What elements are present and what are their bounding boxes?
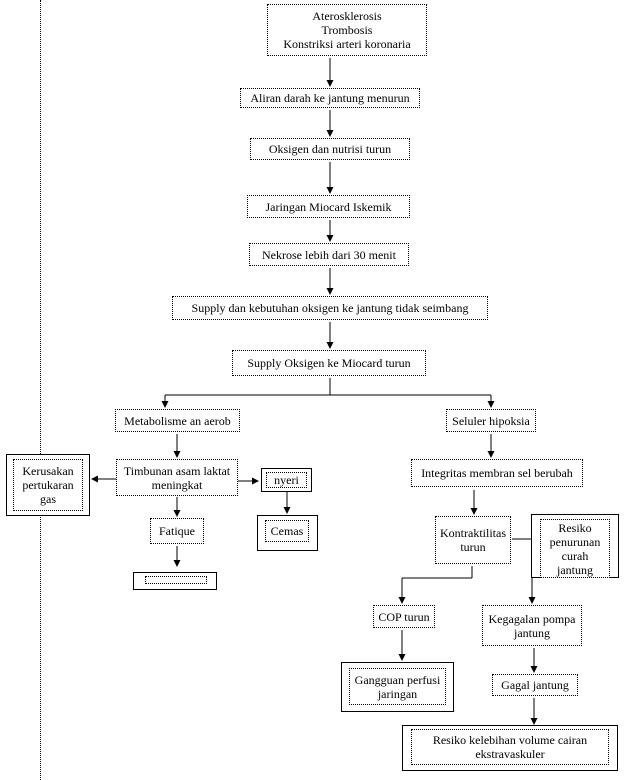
resiko-curah-line-4: jantung	[557, 563, 593, 577]
kelebihan-line-1: Resiko kelebihan volume cairan	[432, 733, 588, 747]
fatique-box: Fatique	[150, 518, 204, 544]
kerusakan-line-2: pertukaran	[22, 478, 74, 492]
metabolisme-label: Metabolisme an aerob	[124, 413, 231, 428]
gagal-box: Gagal jantung	[492, 674, 578, 696]
gagal-label: Gagal jantung	[501, 678, 569, 692]
kegagalan-line-1: Kegagalan pompa	[488, 611, 576, 626]
aliran-label: Aliran darah ke jantung menurun	[250, 91, 410, 105]
oksigen-nutrisi-label: Oksigen dan nutrisi turun	[268, 142, 392, 156]
supply-kebutuhan-box: Supply dan kebutuhan oksigen ke jantung …	[172, 296, 488, 320]
seluler-box: Seluler hipoksia	[446, 409, 536, 432]
kerusakan-line-1: Kerusakan	[22, 464, 74, 478]
timbunan-line-1: Timbunan asam laktat	[123, 463, 231, 478]
supply-turun-label: Supply Oksigen ke Miocard turun	[247, 356, 411, 370]
nyeri-label: nyeri	[274, 473, 299, 487]
oksigen-nutrisi-box: Oksigen dan nutrisi turun	[250, 138, 410, 160]
etiologi-line-2: Trombosis	[321, 23, 373, 37]
cemas-label: Cemas	[270, 524, 304, 538]
iskemik-box: Jaringan Miocard Iskemik	[247, 195, 410, 218]
resiko-curah-box: Resiko penurunan curah jantung	[540, 519, 610, 578]
etiologi-line-3: Konstriksi arteri koronaria	[283, 37, 411, 51]
aliran-box: Aliran darah ke jantung menurun	[240, 88, 420, 108]
nekrose-label: Nekrose lebih dari 30 menit	[262, 247, 396, 262]
kontraktilitas-box: Kontraktilitas turun	[435, 516, 511, 564]
margin-guide-line	[40, 0, 41, 780]
etiologi-box: Aterosklerosis Trombosis Konstriksi arte…	[267, 4, 427, 56]
integritas-box: Integritas membran sel berubah	[411, 459, 583, 487]
integritas-label: Integritas membran sel berubah	[421, 466, 573, 480]
supply-kebutuhan-label: Supply dan kebutuhan oksigen ke jantung …	[191, 301, 469, 315]
gangguan-line-2: jaringan	[377, 686, 418, 701]
kontraktilitas-line-2: turun	[460, 540, 486, 554]
iskemik-label: Jaringan Miocard Iskemik	[265, 199, 392, 214]
supply-turun-box: Supply Oksigen ke Miocard turun	[232, 350, 426, 376]
cop-label: COP turun	[378, 609, 430, 624]
gangguan-line-1: Gangguan perfusi	[354, 672, 441, 687]
nyeri-box: nyeri	[266, 472, 307, 488]
nekrose-box: Nekrose lebih dari 30 menit	[249, 243, 409, 266]
cemas-box: Cemas	[265, 520, 309, 542]
resiko-curah-line-1: Resiko	[558, 521, 592, 535]
resiko-curah-line-3: curah	[561, 549, 589, 563]
kerusakan-box: Kerusakan pertukaran gas	[13, 459, 83, 511]
kelebihan-box: Resiko kelebihan volume cairan ekstravas…	[411, 729, 609, 765]
cop-box: COP turun	[373, 605, 435, 628]
fatique-label: Fatique	[159, 524, 195, 538]
kegagalan-box: Kegagalan pompa jantung	[482, 605, 582, 646]
etiologi-line-1: Aterosklerosis	[312, 9, 382, 23]
seluler-label: Seluler hipoksia	[452, 413, 530, 428]
timbunan-box: Timbunan asam laktat meningkat	[116, 459, 238, 496]
bottom-left-box	[145, 576, 207, 584]
kegagalan-line-2: jantung	[514, 625, 550, 640]
resiko-curah-line-2: penurunan	[549, 535, 601, 549]
metabolisme-box: Metabolisme an aerob	[115, 409, 240, 432]
timbunan-line-2: meningkat	[151, 477, 203, 492]
kelebihan-line-2: ekstravaskuler	[475, 747, 545, 761]
kerusakan-line-3: gas	[40, 492, 56, 506]
gangguan-box: Gangguan perfusi jaringan	[349, 668, 446, 705]
kontraktilitas-line-1: Kontraktilitas	[440, 526, 506, 540]
